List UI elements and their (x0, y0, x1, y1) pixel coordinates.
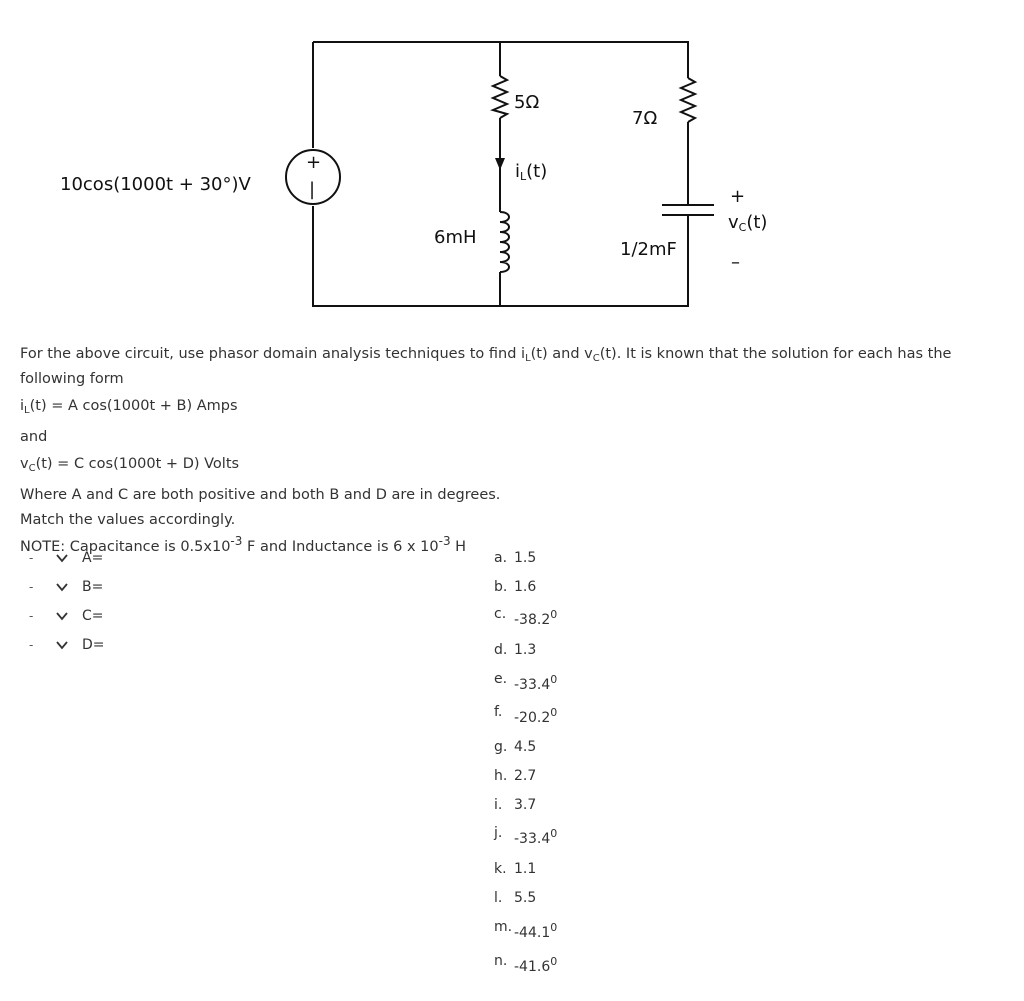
vc-plus: + (730, 186, 745, 207)
current-arrow-icon (495, 158, 505, 170)
option-item: d.1.3 (494, 642, 537, 658)
il-label: iL(t) (515, 161, 547, 183)
chevron-down-icon (56, 554, 68, 563)
option-item: l.5.5 (494, 890, 537, 906)
and-text: and (20, 429, 48, 445)
option-item: g.4.5 (494, 739, 537, 755)
il-form: iL(t) = A cos(1000t + B) Amps (20, 398, 238, 416)
circuit-diagram: 10cos(1000t + 30°)V + | 5Ω 7Ω iL(t) 6mH … (60, 41, 767, 307)
question-intro: For the above circuit, use phasor domain… (20, 346, 952, 387)
resistor-7ohm (678, 77, 698, 123)
source-label: 10cos(1000t + 30°)V (60, 174, 252, 195)
option-item: j.-33.40 (494, 825, 558, 847)
match-text: Match the values accordingly. (20, 512, 236, 528)
vc-label: vC(t) (728, 212, 767, 234)
wire-top (313, 41, 689, 78)
chevron-down-icon (56, 583, 68, 592)
vc-minus: – (731, 252, 740, 273)
option-item: e.-33.40 (494, 671, 558, 693)
where-text: Where A and C are both positive and both… (20, 487, 501, 503)
resistor-5ohm (490, 75, 510, 119)
option-item: n.-41.60 (494, 953, 558, 975)
question-text: For the above circuit, use phasor domain… (20, 344, 980, 558)
option-item: c.-38.20 (494, 606, 558, 628)
option-item: k.1.1 (494, 861, 537, 877)
capacitor-label: 1/2mF (620, 239, 677, 260)
source-minus: | (309, 179, 315, 200)
option-item: a.1.5 (494, 550, 537, 566)
r2-label: 7Ω (632, 108, 657, 129)
option-item: b.1.6 (494, 579, 537, 595)
inductor-label: 6mH (434, 227, 477, 248)
note-text: NOTE: Capacitance is 0.5x10-3 F and Indu… (20, 534, 467, 555)
chevron-down-icon (56, 641, 68, 650)
inductor-6mh (499, 211, 510, 273)
chevron-down-icon (56, 612, 68, 621)
option-item: f.-20.20 (494, 704, 558, 726)
vc-form: vC(t) = C cos(1000t + D) Volts (20, 456, 240, 474)
r1-label: 5Ω (514, 92, 539, 113)
option-item: m.-44.10 (494, 919, 558, 941)
option-item: i.3.7 (494, 797, 537, 813)
source-plus: + (306, 152, 321, 173)
option-item: h.2.7 (494, 768, 537, 784)
voltage-source (285, 149, 341, 205)
